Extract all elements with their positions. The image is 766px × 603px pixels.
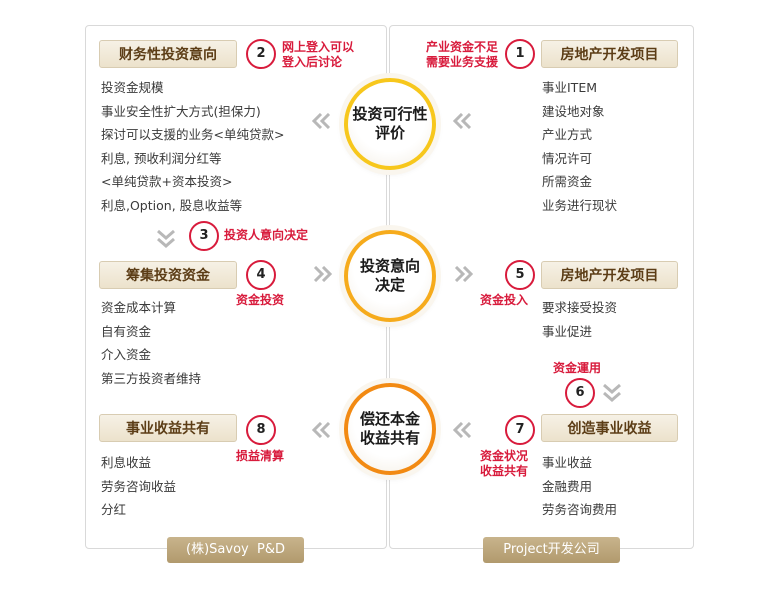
list-item: 所需资金 — [542, 174, 593, 189]
footer-savoy: (株)Savoy P&D — [167, 537, 304, 563]
step-7-badge: 7 — [505, 415, 535, 445]
left-list-raise-funds: 资金成本计算 自有资金 介入资金 第三方投资者维持 — [101, 296, 201, 390]
list-item: 自有资金 — [101, 323, 152, 339]
list-item: 资金成本计算 — [101, 300, 177, 315]
right-title-create-profit: 创造事业收益 — [541, 414, 678, 442]
list-item: 建设地对象 — [542, 103, 605, 119]
step-2-badge: 2 — [246, 39, 276, 69]
circle-repayment: 偿还本金 收益共有 — [344, 383, 436, 475]
step-8-note: 损益清算 — [236, 449, 285, 463]
list-item: 第三方投资者维持 — [101, 370, 202, 386]
right-title-real-estate-project-2: 房地产开发项目 — [541, 261, 678, 289]
step-4-note: 资金投资 — [236, 293, 285, 307]
list-item: 分红 — [101, 502, 127, 517]
chevron-right-icon — [312, 266, 332, 282]
list-item: 介入资金 — [101, 347, 152, 362]
chevron-right-icon — [453, 266, 473, 282]
step-3-note: 投资人意向决定 — [224, 228, 309, 242]
list-item: 事业ITEM — [542, 80, 598, 95]
list-item: 劳务咨询费用 — [542, 502, 618, 517]
circle-decision: 投资意向 决定 — [344, 230, 436, 322]
left-title-share-profit: 事业收益共有 — [99, 414, 237, 442]
footer-project-company: Project开发公司 — [483, 537, 620, 563]
step-5-note: 资金投入 — [480, 293, 529, 307]
list-item: 事业促进 — [542, 323, 593, 339]
step-6-badge: 6 — [565, 378, 595, 408]
left-list-share-profit: 利息收益 劳务咨询收益 分红 — [101, 451, 176, 522]
list-item: 利息, 预收利润分红等 — [101, 150, 222, 166]
step-1-badge: 1 — [505, 39, 535, 69]
chevron-down-icon — [603, 383, 621, 403]
list-item: 金融费用 — [542, 478, 593, 494]
step-2-note: 网上登入可以 登入后讨论 — [282, 40, 355, 69]
left-list-financial-investment: 投资金规模 事业安全性扩大方式(担保力) 探讨可以支援的业务<单纯贷款> 利息,… — [101, 76, 284, 217]
circle-feasibility: 投资可行性 评价 — [344, 78, 436, 170]
list-item: 产业方式 — [542, 127, 593, 142]
right-title-real-estate-project: 房地产开发项目 — [541, 40, 678, 68]
right-list-create-profit: 事业收益 金融费用 劳务咨询费用 — [542, 451, 617, 522]
step-6-note: 资金運用 — [553, 361, 602, 375]
circle-decision-label: 投资意向 决定 — [359, 257, 420, 294]
list-item: 利息,Option, 股息收益等 — [101, 197, 243, 213]
step-7-note: 资金状况 收益共有 — [480, 449, 529, 478]
chevron-left-icon — [312, 113, 332, 129]
circle-feasibility-label: 投资可行性 评价 — [352, 105, 428, 142]
right-list-real-estate-project: 事业ITEM 建设地对象 产业方式 情况许可 所需资金 业务进行现状 — [542, 76, 617, 217]
list-item: 事业安全性扩大方式(担保力) — [101, 103, 261, 119]
circle-repayment-label: 偿还本金 收益共有 — [359, 410, 420, 447]
step-5-badge: 5 — [505, 260, 535, 290]
step-1-note: 产业资金不足 需要业务支援 — [425, 40, 498, 69]
list-item: 业务进行现状 — [542, 197, 618, 213]
step-3-badge: 3 — [189, 221, 219, 251]
list-item: 利息收益 — [101, 455, 152, 470]
left-title-financial-investment: 财务性投资意向 — [99, 40, 237, 68]
list-item: 要求接受投资 — [542, 300, 618, 315]
chevron-down-icon — [157, 229, 175, 249]
list-item: 情况许可 — [542, 150, 593, 166]
list-item: 投资金规模 — [101, 80, 164, 95]
list-item: 劳务咨询收益 — [101, 478, 177, 494]
right-list-real-estate-project-2: 要求接受投资 事业促进 — [542, 296, 617, 343]
left-title-raise-funds: 筹集投资资金 — [99, 261, 237, 289]
step-4-badge: 4 — [246, 260, 276, 290]
list-item: 探讨可以支援的业务<单纯贷款> — [101, 127, 285, 142]
list-item: <单纯贷款+资本投资> — [101, 174, 233, 189]
chevron-left-icon — [453, 113, 473, 129]
list-item: 事业收益 — [542, 455, 593, 470]
chevron-left-icon — [312, 422, 332, 438]
step-8-badge: 8 — [246, 415, 276, 445]
chevron-left-icon — [453, 422, 473, 438]
